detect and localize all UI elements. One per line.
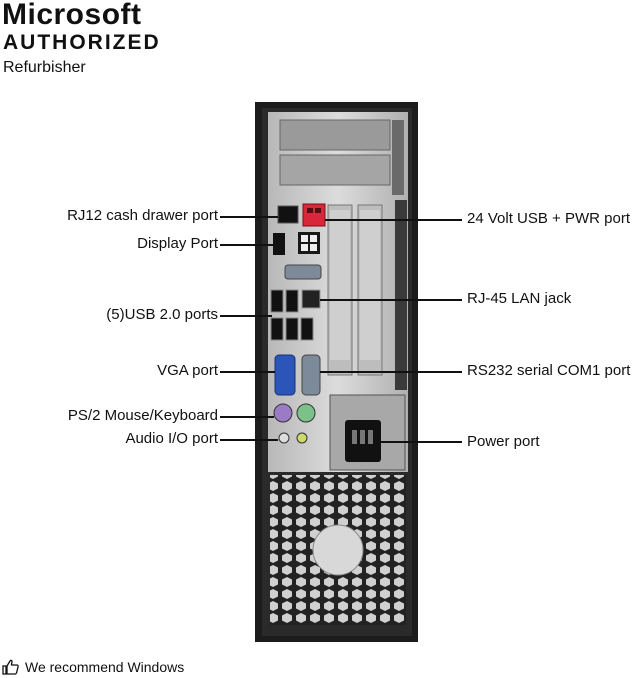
footer-text: We recommend Windows bbox=[25, 659, 185, 675]
callout-power: Power port bbox=[467, 433, 540, 450]
callout-ps2: PS/2 Mouse/Keyboard bbox=[67, 407, 218, 424]
usb-ports bbox=[270, 289, 314, 341]
leader-vga bbox=[220, 371, 275, 373]
callout-displayport: Display Port bbox=[137, 235, 218, 252]
ps2-keyboard-port bbox=[273, 403, 293, 423]
leader-rj45 bbox=[320, 299, 462, 301]
callout-vga: VGA port bbox=[157, 362, 218, 379]
callout-rj12: RJ12 cash drawer port bbox=[67, 207, 218, 224]
leader-power bbox=[381, 441, 462, 443]
footer: We recommend Windows bbox=[2, 659, 184, 675]
refurbisher-text: Refurbisher bbox=[3, 59, 86, 76]
leader-audio bbox=[220, 439, 278, 441]
audio-in-port bbox=[278, 432, 290, 444]
displayport-port bbox=[273, 233, 285, 255]
thumbs-up-icon bbox=[2, 659, 19, 675]
leader-rs232 bbox=[320, 371, 462, 373]
audio-out-port bbox=[296, 432, 308, 444]
leader-rj12 bbox=[220, 216, 278, 218]
rj12-port bbox=[277, 205, 299, 224]
microsoft-brand: Microsoft bbox=[2, 0, 142, 31]
callout-usb20: (5)USB 2.0 ports bbox=[106, 306, 218, 323]
ps2-mouse-port bbox=[296, 403, 316, 423]
callout-audio: Audio I/O port bbox=[125, 430, 218, 447]
leader-usbpwr bbox=[325, 219, 462, 221]
rs232-port bbox=[301, 354, 321, 396]
leader-displayport bbox=[220, 244, 273, 246]
callout-usbpwr: 24 Volt USB + PWR port bbox=[467, 210, 630, 227]
callout-rj45: RJ-45 LAN jack bbox=[467, 290, 572, 307]
authorized-text: AUTHORIZED bbox=[3, 31, 161, 54]
leader-usb20 bbox=[220, 315, 272, 317]
rj45-port bbox=[301, 289, 321, 309]
usb-power-port bbox=[302, 203, 326, 227]
leader-ps2 bbox=[220, 416, 274, 418]
callout-rs232: RS232 serial COM1 port bbox=[467, 362, 631, 379]
vga-port bbox=[274, 354, 296, 396]
